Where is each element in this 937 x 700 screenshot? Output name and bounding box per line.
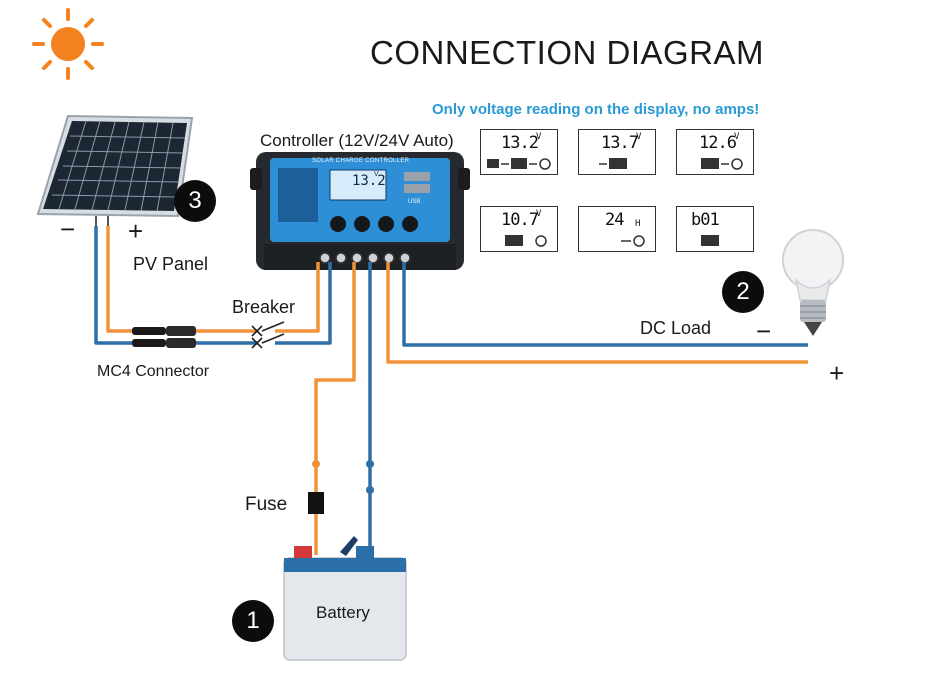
step-1-badge: 1 [232,600,274,642]
lcd-value: b01 [691,210,720,230]
lcd-display: b01 [676,206,754,252]
battery-bulb-icon [701,158,743,170]
controller-screen-value: 13.2 [352,173,386,189]
lcd-unit: H [635,219,641,229]
battery-icon [283,536,407,661]
lcd-display: 24 H [578,206,656,252]
dc-load-label: DC Load [640,318,712,338]
lcd-unit: V [536,209,542,219]
usb-label: USB [408,199,421,205]
charge-controller [250,152,470,270]
bulb-icon [621,235,645,247]
lcd-value: 10.7 [501,210,539,230]
mc4-connector-icon [132,326,196,348]
light-bulb-icon [782,229,844,336]
battery-wires [314,262,372,555]
breaker-icon [251,321,285,349]
pv-plus-sign: + [128,216,144,246]
controller-label: Controller (12V/24V Auto) [260,131,454,150]
lcd-display: 12.6 V [676,129,754,175]
battery-icon [599,158,627,169]
lcd-value: 24 [605,210,625,230]
controller-header: SOLAR CHARGE CONTROLLER [312,158,410,164]
load-minus-sign: − [756,316,772,346]
pv-panel-label: PV Panel [133,254,209,274]
lcd-unit: V [636,132,642,142]
lcd-display: 13.7 V [578,129,656,175]
lcd-value: 12.6 [699,133,737,153]
battery-label: Battery [316,603,370,622]
sun-icon [32,8,104,80]
page-title: CONNECTION DIAGRAM [370,34,765,71]
load-wires [386,262,808,364]
pv-wires [94,226,332,345]
load-plus-sign: + [829,358,845,388]
breaker-label: Breaker [232,297,296,317]
voltage-note: Only voltage reading on the display, no … [432,101,760,118]
pv-minus-sign: − [60,214,76,244]
lcd-display: 10.7 V [480,206,558,252]
lcd-unit: V [536,132,542,142]
controller-screen-unit: V [374,171,379,178]
lcd-value: 13.2 [501,133,539,153]
lcd-unit: V [734,132,740,142]
lcd-display: 13.2 V [480,129,558,175]
step-2-badge: 2 [722,271,764,313]
fuse-icon [308,492,324,514]
mc4-connector-label: MC4 Connector [97,363,210,380]
lcd-value: 13.7 [601,133,639,153]
solar-panel-icon [36,114,194,226]
battery-icon [701,235,719,246]
step-3-badge: 3 [174,180,216,222]
panel-battery-bulb-icon [487,158,551,170]
battery-bulb-icon [505,235,547,247]
fuse-label: Fuse [245,494,288,515]
